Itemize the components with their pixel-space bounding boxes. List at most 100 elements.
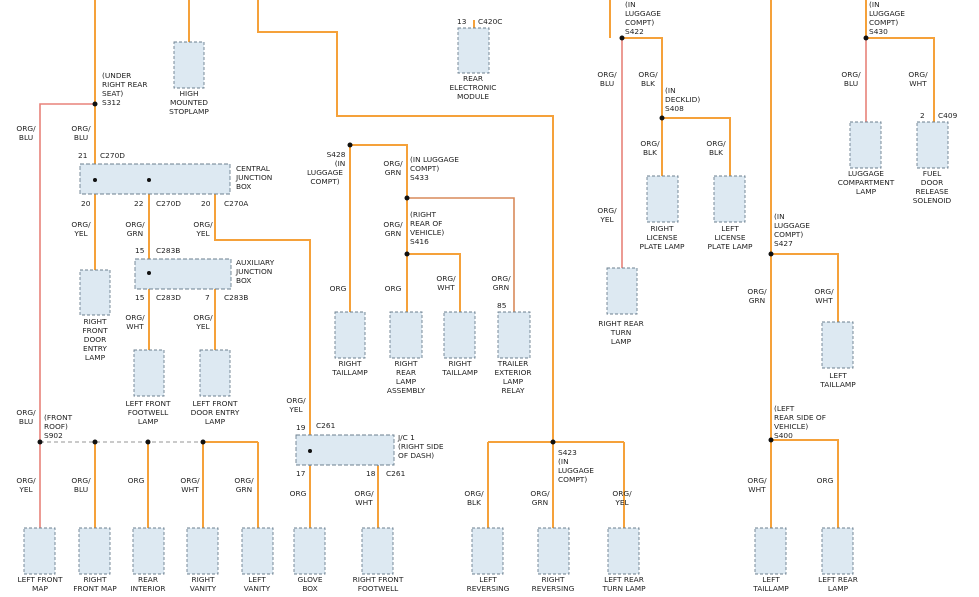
wire-label-org-yel-p20b: ORG/YEL [193,220,213,238]
rear-electronic-module-symbol [457,27,490,74]
splice-s416-dot [404,251,410,257]
right-taillamp-2-symbol [443,311,476,359]
wire-label-org-blu-s312: ORG/BLU [71,124,91,142]
connector-c270d-bottom: C270D [156,199,181,208]
right-front-door-entry-lamp-symbol [79,269,111,316]
splice-s400-dot [768,437,774,443]
wire-label-org-blk-rlp: ORG/BLK [640,139,660,157]
splice-s902-dot [37,439,43,445]
wire-label-org-grn-rr: ORG/GRN [530,489,550,507]
wire-relay [407,197,515,312]
wire-label-org-grn-s416: ORG/GRN [383,220,403,238]
wire-labels: ORG/BLU ORG/BLU ORG/YEL ORG/GRN ORG/YEL … [16,70,928,507]
wire-s422-bus [622,37,663,118]
pin-18: 18 [366,469,376,478]
splice-s312-dot [92,101,98,107]
right-taillamp-1-symbol [334,311,366,359]
wire-label-org-yel-lrt: ORG/YEL [612,489,632,507]
wire-label-org-gb: ORG [290,489,307,498]
wire-label-org-wht-lt: ORG/WHT [814,287,834,305]
wire-label-org-wht-p15: ORG/WHT [125,313,145,331]
wire-label-org-wht-lt2: ORG/WHT [747,476,767,494]
splice-s902-dot-4 [200,439,206,445]
pin-15b: 15 [135,293,145,302]
pin-22: 22 [134,199,143,208]
pin-7: 7 [205,293,210,302]
splice-s902-dot-2 [92,439,98,445]
rear-interior-symbol [132,527,165,575]
wire-label-org-blu-left: ORG/BLU [16,124,36,142]
auxiliary-junction-box [134,258,232,290]
trailer-exterior-lamp-relay-symbol [497,311,531,359]
wire-label-org-grn-s427: ORG/GRN [747,287,767,305]
pin-20b: 20 [201,199,211,208]
wire-label-org-grn-p22: ORG/GRN [125,220,145,238]
jb-dot-4 [308,449,312,453]
pin-13: 13 [457,17,467,26]
connector-c270d-top: C270D [100,151,125,160]
right-vanity-symbol [186,527,219,575]
wire-label-org-blk-s422: ORG/BLK [638,70,658,88]
splice-dots [37,35,869,453]
connector-c261-top: C261 [316,421,336,430]
splice-s433-dot [404,195,410,201]
connector-c409: C409 [938,111,958,120]
right-reversing-symbol [537,527,570,575]
wire-label-org-yel-lfm: ORG/YEL [16,476,36,494]
splice-s408-dot [659,115,665,121]
wire-label-org-grn-s433: ORG/GRN [383,159,403,177]
right-license-plate-lamp-symbol [646,175,679,223]
left-vanity-symbol [241,527,274,575]
connector-c283b-top: C283B [156,246,180,255]
splice-s430-dot [863,35,869,41]
left-front-door-entry-lamp-symbol [199,349,231,397]
wire-label-org-yel-jc1: ORG/YEL [286,396,306,414]
wire-s430-bus [866,37,935,122]
luggage-compartment-lamp-symbol [849,121,882,169]
connector-c420c: C420C [478,17,502,26]
wire-s408-bus [662,117,731,176]
right-front-map-symbol [78,527,111,575]
left-front-footwell-lamp-symbol [133,349,165,397]
wire-label-org-yel-p20: ORG/YEL [71,220,91,238]
fuel-door-release-solenoid-symbol [916,121,949,169]
left-rear-lamp-symbol [821,527,854,575]
jc1-junction-box [295,434,395,466]
wire-label-org-yel-p7: ORG/YEL [193,313,213,331]
pin-17: 17 [296,469,306,478]
jb-dot-1 [93,178,97,182]
left-license-plate-lamp-symbol [713,175,746,223]
splice-s428-dot [347,142,353,148]
wire-label-org-ri: ORG [128,476,145,485]
right-rear-lamp-assembly-symbol [389,311,423,359]
wire-label-org-yel-rrt: ORG/YEL [597,206,617,224]
pin-19: 19 [296,423,306,432]
splice-s422-dot [619,35,625,41]
wire-label-org-wht-rt2: ORG/WHT [436,274,456,292]
splice-s902-dot-3 [145,439,151,445]
